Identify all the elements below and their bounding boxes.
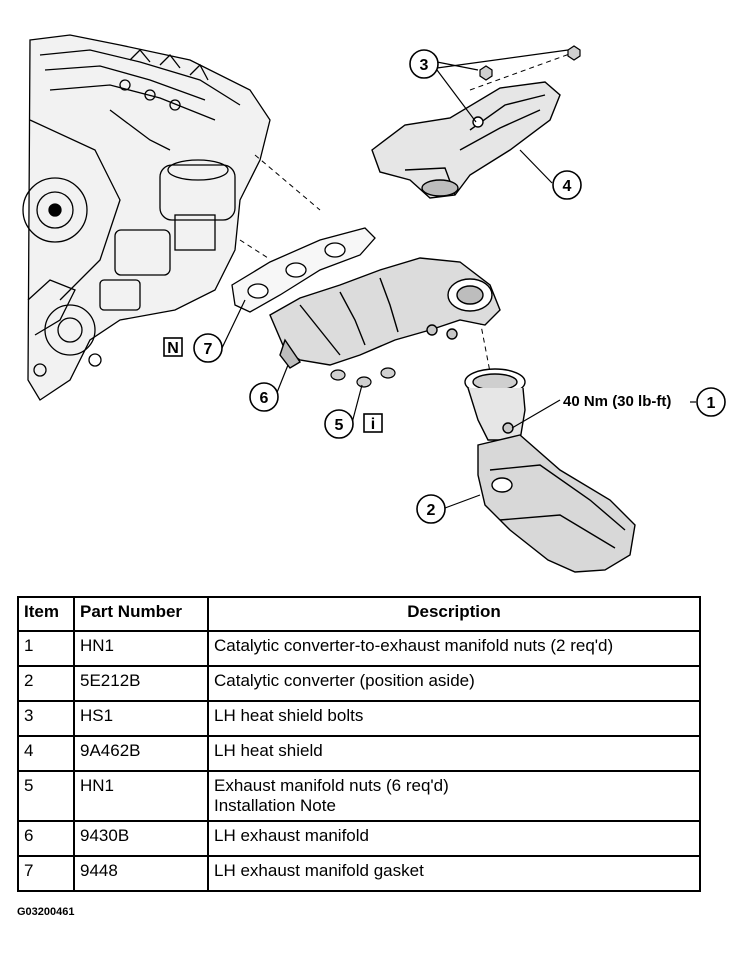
callout-1: 40 Nm (30 lb-ft) 1: [563, 387, 726, 417]
table-row: 1 HN1 Catalytic converter-to-exhaust man…: [17, 630, 701, 667]
figure-id: G03200461: [17, 906, 75, 918]
table-row: 4 9A462B LH heat shield: [17, 735, 701, 772]
callout-3: 3: [409, 49, 439, 79]
cell-description: LH exhaust manifold gasket: [207, 855, 701, 892]
gasket-illustration: [231, 227, 376, 313]
svg-text:3: 3: [420, 57, 429, 74]
heat-shield-illustration: [371, 81, 561, 199]
cell-item: 2: [17, 665, 75, 702]
cell-item: 4: [17, 735, 75, 772]
cell-part-number: HN1: [73, 630, 209, 667]
cell-part-number: HS1: [73, 700, 209, 737]
callout-7: N 7: [163, 333, 223, 363]
cell-part-number: 9A462B: [73, 735, 209, 772]
svg-text:N: N: [167, 340, 179, 357]
callout-5: 5 i: [324, 409, 383, 439]
svg-text:6: 6: [260, 390, 269, 407]
table-row: 5 HN1 Exhaust manifold nuts (6 req'd) In…: [17, 770, 701, 822]
torque-spec: 40 Nm (30 lb-ft): [563, 393, 671, 410]
exhaust-manifold-illustration: [269, 257, 501, 369]
cell-description: Catalytic converter (position aside): [207, 665, 701, 702]
cell-item: 5: [17, 770, 75, 822]
cell-item: 7: [17, 855, 75, 892]
svg-text:5: 5: [335, 417, 344, 434]
callout-6: 6: [249, 382, 279, 412]
svg-text:1: 1: [707, 395, 716, 412]
svg-text:2: 2: [427, 502, 436, 519]
exploded-view-diagram: 3 4 N 7 6 5 i 2 40 Nm (30 lb-ft) 1: [22, 34, 726, 573]
svg-text:i: i: [371, 416, 375, 433]
manifold-nuts-illustration: [330, 367, 396, 388]
header-description: Description: [207, 596, 701, 632]
info-symbol: [363, 413, 383, 433]
cell-part-number: HN1: [73, 770, 209, 822]
catalytic-converter-illustration: [464, 368, 636, 573]
svg-text:7: 7: [204, 341, 213, 358]
cell-description: LH exhaust manifold: [207, 820, 701, 857]
parts-table: Item Part Number Description 1 HN1 Catal…: [17, 596, 701, 892]
callout-2: 2: [416, 494, 446, 524]
table-row: 7 9448 LH exhaust manifold gasket: [17, 855, 701, 892]
cell-item: 6: [17, 820, 75, 857]
cell-part-number: 9430B: [73, 820, 209, 857]
table-row: 6 9430B LH exhaust manifold: [17, 820, 701, 857]
leader-lines: [221, 49, 696, 509]
table-header-row: Item Part Number Description: [17, 596, 701, 632]
leader-dashed-lines: [239, 51, 576, 373]
cell-item: 1: [17, 630, 75, 667]
cell-description: LH heat shield: [207, 735, 701, 772]
new-part-symbol: [163, 337, 183, 357]
cell-description: Catalytic converter-to-exhaust manifold …: [207, 630, 701, 667]
header-part-number: Part Number: [73, 596, 209, 632]
engine-illustration: [22, 34, 271, 401]
svg-text:4: 4: [563, 178, 572, 195]
heat-shield-bolts-illustration: [479, 45, 581, 81]
cell-description: Exhaust manifold nuts (6 req'd) Installa…: [207, 770, 701, 822]
table-row: 3 HS1 LH heat shield bolts: [17, 700, 701, 737]
cell-part-number: 9448: [73, 855, 209, 892]
cell-description: LH heat shield bolts: [207, 700, 701, 737]
table-row: 2 5E212B Catalytic converter (position a…: [17, 665, 701, 702]
cell-item: 3: [17, 700, 75, 737]
description-text: Exhaust manifold nuts (6 req'd): [214, 776, 449, 795]
callout-4: 4: [552, 170, 582, 200]
installation-note-link[interactable]: Installation Note: [214, 796, 336, 815]
header-item: Item: [17, 596, 75, 632]
cell-part-number: 5E212B: [73, 665, 209, 702]
